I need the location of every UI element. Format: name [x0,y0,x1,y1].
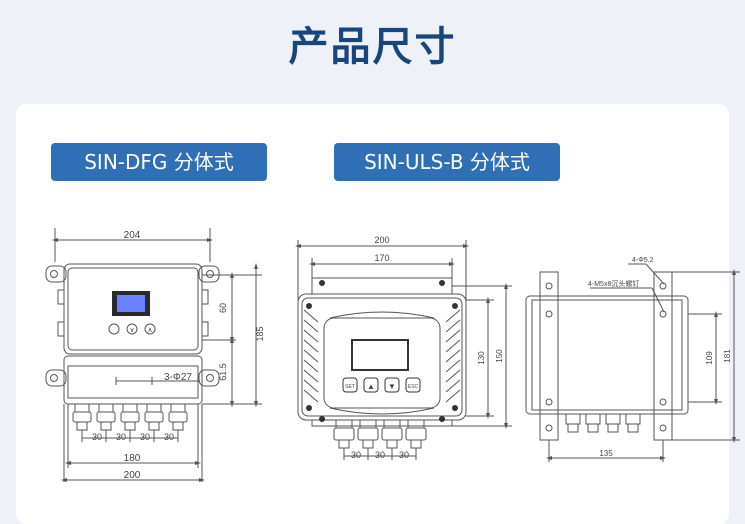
dfg-spacing-label: 30 [164,432,174,442]
uls-screws [306,280,458,422]
uls-spacing-label: 30 [399,450,409,460]
dfg-dim-holes: 3-Φ27 [164,372,192,383]
uls-spacing-label: 30 [375,450,385,460]
uls-keypad [342,377,421,393]
side-dim-base-width: 135 [599,449,613,458]
side-hole-note: 4-Φ5.2 [632,257,654,264]
dfg-drawing [45,228,262,482]
side-dim-outer-height: 181 [723,349,732,363]
dfg-dim-width: 204 [124,230,141,241]
uls-dim-width: 200 [374,235,389,245]
dfg-spacing-label: 30 [140,432,150,442]
uls-dim-mount: 170 [374,253,389,263]
uls-cable-glands [333,419,427,449]
page-title: 产品尺寸 [288,24,457,70]
side-screw-note: 4-M5x8沉头螺钉 [588,279,639,288]
dfg-cable-glands [72,403,188,431]
dfg-spacing-label: 30 [92,432,102,442]
uls-dim-inner-height: 130 [477,351,486,365]
dfg-down-icon: ∨ [129,327,134,334]
dfg-spacing-label: 30 [116,432,126,442]
dfg-dim-outer-width: 200 [124,470,141,481]
model-tag-dfg: SIN-DFG 分体式 [51,143,267,181]
uls-spacing-label: 30 [351,450,361,460]
uls-up-icon: ▲ [367,382,375,391]
uls-esc-button: ESC [408,384,419,390]
dfg-dim-height: 185 [255,326,265,341]
dfg-dim-lower: 61.5 [218,363,228,381]
uls-set-button: SET [345,384,355,390]
side-drawing [525,263,740,462]
dfg-up-icon: ∧ [147,327,152,334]
uls-dim-outer-height: 150 [495,349,504,363]
dimension-drawings: ∨ ∧ 204 60 61.5 185 3-Φ27 30 30 30 30 18… [45,228,740,482]
model-tag-uls: SIN-ULS-B 分体式 [334,143,560,181]
dfg-dim-inner-width: 180 [124,453,141,464]
uls-down-icon: ▼ [388,382,396,391]
side-dim-inner-height: 109 [705,351,714,365]
uls-display [351,339,409,371]
dfg-dim-upper: 60 [218,303,228,313]
dfg-keypad [108,323,156,335]
dfg-display-screen [117,295,145,312]
